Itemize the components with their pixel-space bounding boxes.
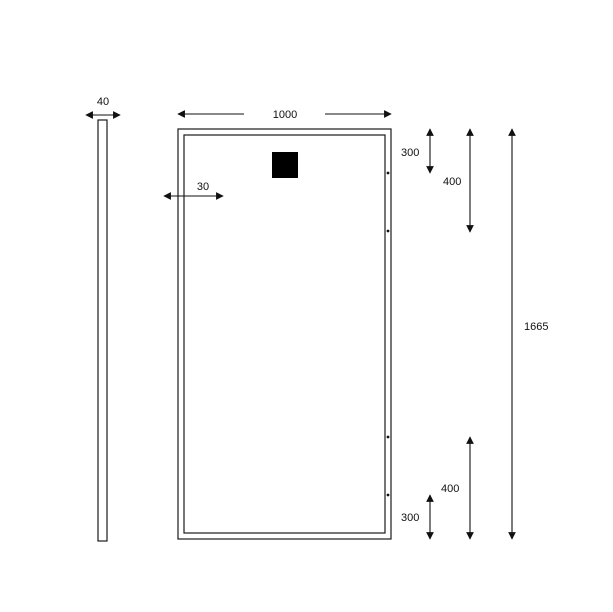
panel-outer-frame xyxy=(177,128,392,540)
side-thickness-label: 40 xyxy=(97,96,109,108)
top-span-label: 400 xyxy=(443,176,461,188)
junction-box xyxy=(272,152,298,178)
mounting-hole xyxy=(386,171,390,175)
panel-inner-frame xyxy=(183,134,386,534)
side-profile-view xyxy=(97,119,108,542)
panel-height-label: 1665 xyxy=(524,321,548,333)
mounting-hole xyxy=(386,493,390,497)
mounting-hole xyxy=(386,435,390,439)
panel-width-label: 1000 xyxy=(273,109,297,121)
bottom-span-label: 400 xyxy=(441,483,459,495)
top-offset-label: 300 xyxy=(401,147,419,159)
mounting-hole xyxy=(386,229,390,233)
frame-width-label: 30 xyxy=(197,181,209,193)
bottom-offset-label: 300 xyxy=(401,512,419,524)
